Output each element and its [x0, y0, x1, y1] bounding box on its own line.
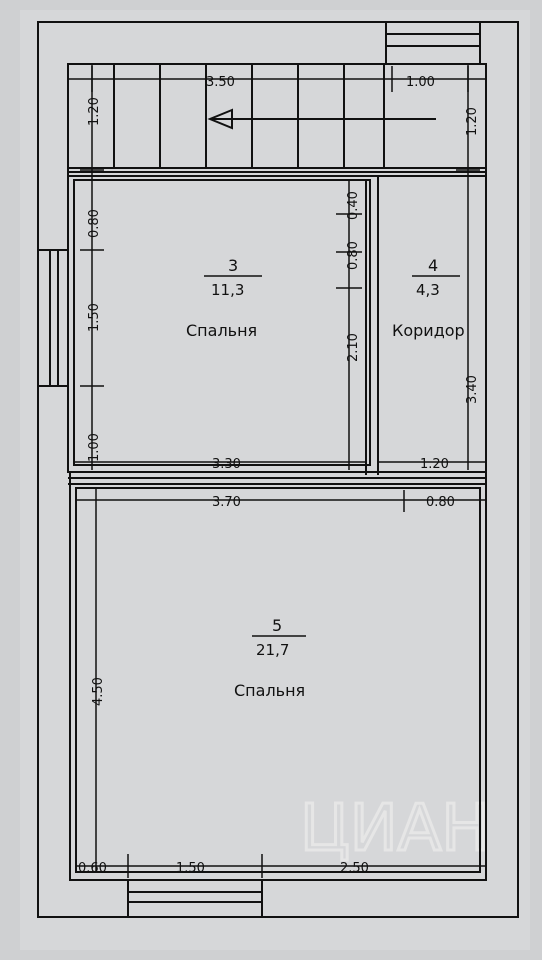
room-3-walls: [73, 179, 371, 466]
room-4-label: 4 4,3 Коридор: [392, 256, 465, 340]
dim-room3-v3: 1.00: [87, 433, 102, 462]
dim-room3-width: 3.30: [212, 457, 241, 472]
bottom-window: [127, 879, 263, 918]
dim-room5-width: 3.70: [212, 495, 241, 510]
stair-direction-arrow: [207, 108, 436, 130]
room-5-walls: [75, 487, 481, 873]
room-3-area: 11,3: [211, 281, 244, 299]
room-5-label: 5 21,7 Спальня: [234, 616, 306, 700]
dimension-labels: 3.50 1.00 1.20 1.20 0.80 1.50 1.00 3.30 …: [78, 75, 480, 876]
dim-room3-v1: 0.80: [87, 209, 102, 238]
dim-top-right-width: 1.00: [406, 75, 435, 90]
dim-partition-v1: 0.40: [346, 191, 361, 220]
room-3-name: Спальня: [186, 321, 257, 340]
paper-light-area: [20, 10, 530, 950]
dim-partition-v3: 2.10: [346, 333, 361, 362]
dim-room5-height: 4.50: [91, 677, 106, 706]
room-5-name: Спальня: [234, 681, 305, 700]
dim-top-stair-width: 3.50: [206, 75, 235, 90]
left-window: [37, 249, 69, 387]
dim-room5-right: 0.80: [426, 495, 455, 510]
dimension-lines: [68, 64, 486, 878]
walls: [37, 21, 519, 918]
room-4-name: Коридор: [392, 321, 465, 340]
stair-block: [67, 63, 487, 173]
watermark-text: ЦИАН: [300, 792, 489, 866]
dim-bottom-mid: 1.50: [176, 861, 205, 876]
room-4-number: 4: [428, 256, 438, 275]
dim-stair-depth-left: 1.20: [87, 97, 102, 126]
dim-corridor-width: 1.20: [420, 457, 449, 472]
room-5-number: 5: [272, 616, 282, 635]
room-5-area: 21,7: [256, 641, 289, 659]
room-4-area: 4,3: [416, 281, 440, 299]
dim-partition-v2: 0.80: [346, 241, 361, 270]
top-window: [385, 21, 481, 65]
dim-stair-depth-right: 1.20: [465, 107, 480, 136]
dim-corridor-height: 3.40: [465, 375, 480, 404]
outer-boundary: [37, 21, 519, 918]
room-3-label: 3 11,3 Спальня: [186, 256, 262, 340]
dim-room3-v2: 1.50: [87, 303, 102, 332]
dim-bottom-left: 0.60: [78, 861, 107, 876]
dim-bottom-right: 2.50: [340, 861, 369, 876]
room-3-number: 3: [228, 256, 238, 275]
